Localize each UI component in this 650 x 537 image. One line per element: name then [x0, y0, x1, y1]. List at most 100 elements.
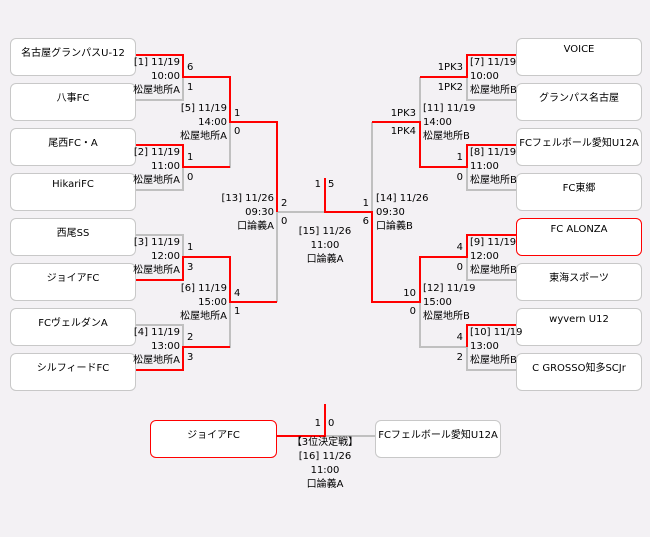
match-time: 13:00 — [151, 341, 180, 352]
match-date: [8] 11/19 — [470, 147, 517, 158]
team-box[interactable]: C GROSSO知多SCJr — [516, 353, 642, 391]
score: 1PK3 — [390, 108, 416, 119]
match-venue: 松屋地所B — [470, 355, 517, 366]
score: 4 — [456, 242, 463, 253]
match-time: 12:00 — [470, 251, 499, 262]
match-time: 14:00 — [423, 117, 452, 128]
match-date: [10] 11/19 — [470, 327, 523, 338]
team-box[interactable]: ジョイアFC — [10, 263, 136, 301]
score: 0 — [456, 262, 463, 273]
score: 0 — [234, 126, 241, 137]
match-time: 09:30 — [376, 207, 405, 218]
match-time: 13:00 — [470, 341, 499, 352]
score: 0 — [456, 172, 463, 183]
match-venue: 口論義A — [306, 254, 344, 265]
third-place-team-1[interactable]: ジョイアFC — [150, 420, 277, 458]
match-venue: 松屋地所A — [133, 265, 180, 276]
match-date: [12] 11/19 — [423, 283, 476, 294]
match-date: [13] 11/26 — [221, 193, 274, 204]
score: 1 — [362, 198, 369, 209]
score: 1 — [187, 82, 194, 93]
score: 1PK2 — [437, 82, 463, 93]
team-box[interactable]: 東海スポーツ — [516, 263, 642, 301]
match-date: [16] 11/26 — [298, 451, 352, 462]
match-venue: 口論義A — [237, 221, 274, 232]
score: 5 — [328, 179, 335, 190]
score: 4 — [456, 332, 463, 343]
match-time: 14:00 — [198, 117, 227, 128]
score: 0 — [187, 172, 194, 183]
match-time: 11:00 — [310, 465, 340, 476]
team-box[interactable]: VOICE — [516, 38, 642, 76]
match-venue: 松屋地所B — [470, 175, 517, 186]
team-box[interactable]: 名古屋グランパスU-12 — [10, 38, 136, 76]
match-venue: 松屋地所A — [133, 355, 180, 366]
score: 4 — [234, 288, 241, 299]
match-date: [15] 11/26 — [298, 226, 352, 237]
team-box[interactable]: 西尾SS — [10, 218, 136, 256]
match-venue: 松屋地所A — [133, 175, 180, 186]
match-time: 15:00 — [198, 297, 227, 308]
match-time: 15:00 — [423, 297, 452, 308]
match-date: [11] 11/19 — [423, 103, 476, 114]
score: 3 — [187, 352, 194, 363]
match-date: [6] 11/19 — [180, 283, 227, 294]
score: 1 — [187, 242, 194, 253]
match-time: 10:00 — [151, 71, 180, 82]
match-time: 11:00 — [470, 161, 499, 172]
team-box[interactable]: FC東郷 — [516, 173, 642, 211]
score: 1PK3 — [437, 62, 463, 73]
match-venue: 松屋地所A — [180, 131, 227, 142]
match-date: [5] 11/19 — [180, 103, 227, 114]
match-date: [2] 11/19 — [133, 147, 180, 158]
score: 1 — [187, 152, 194, 163]
team-box[interactable]: 尾西FC・A — [10, 128, 136, 166]
match-venue: 松屋地所A — [133, 85, 180, 96]
team-box[interactable]: グランパス名古屋 — [516, 83, 642, 121]
score: 1 — [234, 108, 241, 119]
team-box[interactable]: 八事FC — [10, 83, 136, 121]
match-venue: 口論義B — [376, 221, 413, 232]
score: 1PK4 — [390, 126, 416, 137]
match-time: 12:00 — [151, 251, 180, 262]
match-date: [3] 11/19 — [133, 237, 180, 248]
score: 0 — [281, 216, 288, 227]
match-time: 09:30 — [245, 207, 274, 218]
match-time: 11:00 — [151, 161, 180, 172]
match-date: [4] 11/19 — [133, 327, 180, 338]
score: 1 — [234, 306, 241, 317]
match-venue: 松屋地所B — [423, 131, 470, 142]
score: 6 — [187, 62, 194, 73]
score: 2 — [187, 332, 194, 343]
team-box[interactable]: FCヴェルダンA — [10, 308, 136, 346]
match-venue: 松屋地所B — [470, 265, 517, 276]
match-title: 【3位決定戦】 — [291, 437, 359, 448]
score: 1 — [314, 179, 321, 190]
match-time: 11:00 — [310, 240, 340, 251]
team-box[interactable]: HikariFC — [10, 173, 136, 211]
match-venue: 松屋地所B — [423, 311, 470, 322]
score: 6 — [362, 216, 369, 227]
team-box[interactable]: wyvern U12 — [516, 308, 642, 346]
match-time: 10:00 — [470, 71, 499, 82]
match-date: [7] 11/19 — [470, 57, 517, 68]
score: 1 — [314, 418, 321, 429]
score: 2 — [281, 198, 288, 209]
team-box[interactable]: シルフィードFC — [10, 353, 136, 391]
team-box[interactable]: FC ALONZA — [516, 218, 642, 256]
score: 10 — [403, 288, 416, 299]
match-venue: 松屋地所A — [180, 311, 227, 322]
third-place-team-2[interactable]: FCフェルボール愛知U12A — [375, 420, 501, 458]
team-box[interactable]: FCフェルボール愛知U12A — [516, 128, 642, 166]
score: 2 — [456, 352, 463, 363]
match-date: [1] 11/19 — [133, 57, 180, 68]
match-date: [9] 11/19 — [470, 237, 517, 248]
match-venue: 松屋地所B — [470, 85, 517, 96]
score: 0 — [328, 418, 335, 429]
score: 1 — [456, 152, 463, 163]
match-date: [14] 11/26 — [376, 193, 429, 204]
score: 0 — [409, 306, 416, 317]
match-venue: 口論義A — [306, 479, 344, 490]
